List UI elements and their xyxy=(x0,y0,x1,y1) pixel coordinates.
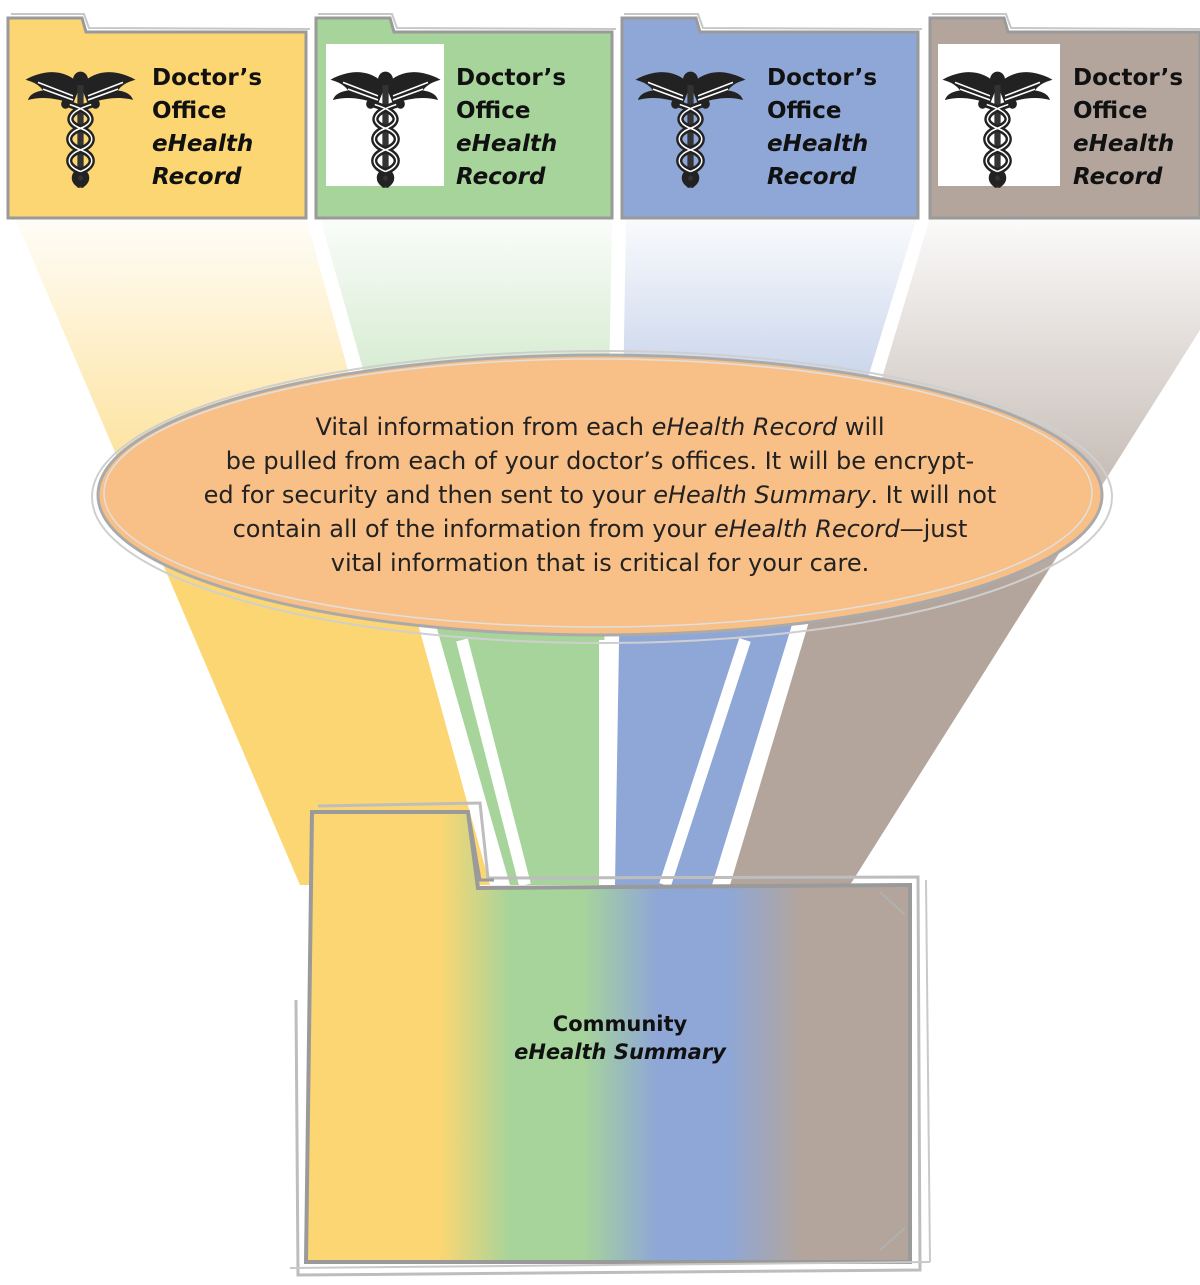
label-line: Doctor’s xyxy=(456,65,567,91)
summary-label: Community eHealth Summary xyxy=(440,1010,800,1066)
text-run: Vital information from each xyxy=(315,413,652,441)
label-line: Office xyxy=(1073,98,1148,124)
beam-separator xyxy=(456,638,531,887)
label-line: Doctor’s xyxy=(767,65,878,91)
summary-folder xyxy=(289,801,931,1277)
info-bubble xyxy=(91,350,1113,644)
label-line: Office xyxy=(456,98,531,124)
label-line: eHealth xyxy=(767,131,869,157)
label-line: Office xyxy=(152,98,227,124)
beam-separator xyxy=(659,638,751,887)
summary-line: eHealth Summary xyxy=(514,1040,726,1064)
text-run: —just xyxy=(899,515,968,543)
label-line: Record xyxy=(1073,164,1163,190)
text-run: will xyxy=(837,413,885,441)
label-line: eHealth xyxy=(152,131,254,157)
info-bubble-text: Vital information from each eHealth Reco… xyxy=(100,410,1100,580)
folder-label-1: Doctor’s Office eHealth Record xyxy=(152,62,262,194)
text-run: eHealth Summary xyxy=(653,481,871,509)
bubble-line: ed for security and then sent to your eH… xyxy=(100,478,1100,512)
bubble-line: be pulled from each of your doctor’s off… xyxy=(225,447,975,475)
summary-line: Community xyxy=(552,1012,688,1036)
folder-label-4: Doctor’s Office eHealth Record xyxy=(1073,62,1183,194)
text-run: ed for security and then sent to your xyxy=(203,481,654,509)
label-line: Record xyxy=(152,164,242,190)
bubble-line: vital information that is critical for y… xyxy=(330,549,870,577)
folder-label-2: Doctor’s Office eHealth Record xyxy=(456,62,566,194)
text-run: . It will not xyxy=(870,481,997,509)
bubble-line: Vital information from each eHealth Reco… xyxy=(100,410,1100,444)
text-run: eHealth Record xyxy=(713,515,900,543)
bubble-line: contain all of the information from your… xyxy=(100,512,1100,546)
label-line: Record xyxy=(767,164,857,190)
label-line: eHealth xyxy=(456,131,558,157)
label-line: Doctor’s xyxy=(1073,65,1184,91)
folder-label-3: Doctor’s Office eHealth Record xyxy=(767,62,877,194)
label-line: Doctor’s xyxy=(152,65,263,91)
label-line: eHealth xyxy=(1073,131,1175,157)
label-line: Office xyxy=(767,98,842,124)
text-run: eHealth Record xyxy=(651,413,838,441)
label-line: Record xyxy=(456,164,546,190)
text-run: contain all of the information from your xyxy=(232,515,714,543)
